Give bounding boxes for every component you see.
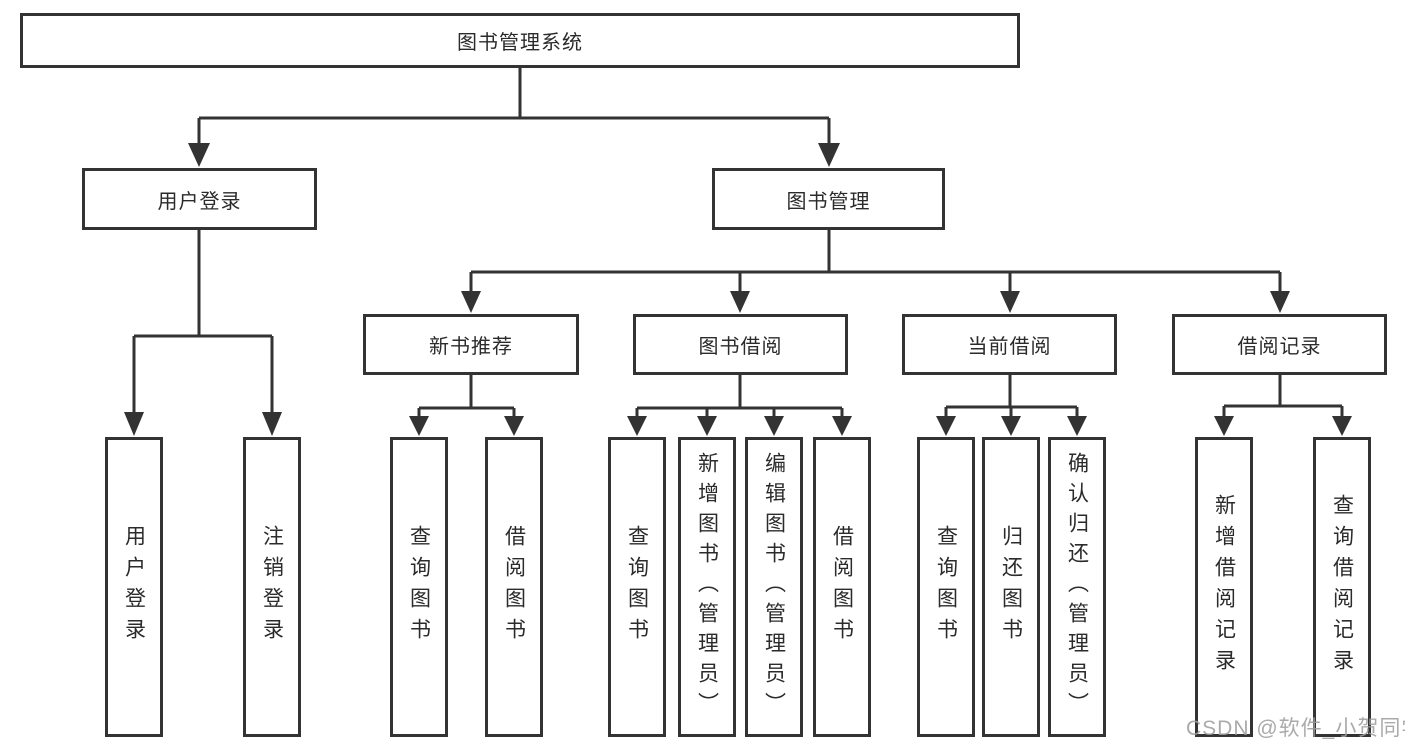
node-label: 借阅图书 [830,525,854,649]
node-label: 查询图书 [407,525,431,649]
arrowhead-down [1001,416,1021,436]
node-book-borrow: 图书借阅 [633,314,848,375]
node-book-management: 图书管理 [712,168,945,230]
node-label: 编辑图书（管理员） [762,452,786,722]
node-library-management-system: 图书管理系统 [20,13,1020,68]
arrowhead-down [1332,416,1352,436]
arrowhead-down [730,291,750,313]
arrowhead-down [832,416,852,436]
node-label: 当前借阅 [967,336,1052,358]
node-label: 查询图书 [625,525,649,649]
arrowhead-down [124,412,144,436]
arrowhead-down [764,416,784,436]
node-user-login: 用户登录 [82,168,317,230]
arrowhead-down [818,143,840,167]
node-label: 图书管理 [786,190,871,213]
arrowhead-down [188,143,210,167]
csdn-watermark: CSDN @软件_小贺同学 [1186,717,1405,740]
node-label: 图书管理系统 [457,32,583,54]
arrowhead-down [936,416,956,436]
node-label: 查询借阅记录 [1330,494,1354,680]
arrowhead-down [262,412,282,436]
leaf-confirm-return-admin: 确认归还（管理员） [1048,437,1106,737]
node-label: 借阅记录 [1237,336,1322,358]
node-label: 注销登录 [260,525,284,649]
node-label: 图书借阅 [698,336,783,358]
arrowhead-down [504,416,524,436]
leaf-query-books-borrow: 查询图书 [608,437,666,737]
leaf-query-books-recommend: 查询图书 [390,437,448,737]
leaf-borrow-books-borrow: 借阅图书 [813,437,871,737]
node-current-borrow: 当前借阅 [902,314,1117,375]
leaf-add-borrow-record: 新增借阅记录 [1195,437,1253,737]
node-new-book-recommend: 新书推荐 [363,314,579,375]
node-label: 新增借阅记录 [1212,494,1236,680]
arrowhead-down [627,416,647,436]
leaf-query-books-current: 查询图书 [917,437,975,737]
node-label: 查询图书 [934,525,958,649]
node-borrow-records: 借阅记录 [1172,314,1387,375]
arrowhead-down [461,291,481,313]
leaf-edit-book-admin: 编辑图书（管理员） [745,437,803,737]
node-label: 新书推荐 [429,336,513,358]
node-label: 用户登录 [122,525,146,649]
arrowhead-down [1270,291,1290,313]
leaf-query-borrow-record: 查询借阅记录 [1313,437,1371,737]
leaf-logout: 注销登录 [243,437,301,737]
node-label: 新增图书（管理员） [695,452,719,722]
arrowhead-down [409,416,429,436]
leaf-add-book-admin: 新增图书（管理员） [678,437,736,737]
arrowhead-down [1000,291,1020,313]
arrowhead-down [1214,416,1234,436]
leaf-return-book: 归还图书 [982,437,1040,737]
node-label: 归还图书 [999,525,1023,649]
node-label: 确认归还（管理员） [1065,452,1089,722]
node-label: 用户登录 [157,190,242,213]
node-label: 借阅图书 [502,525,526,649]
leaf-user-login: 用户登录 [105,437,163,737]
arrowhead-down [1067,416,1087,436]
leaf-borrow-books-recommend: 借阅图书 [485,437,543,737]
arrowhead-down [697,416,717,436]
